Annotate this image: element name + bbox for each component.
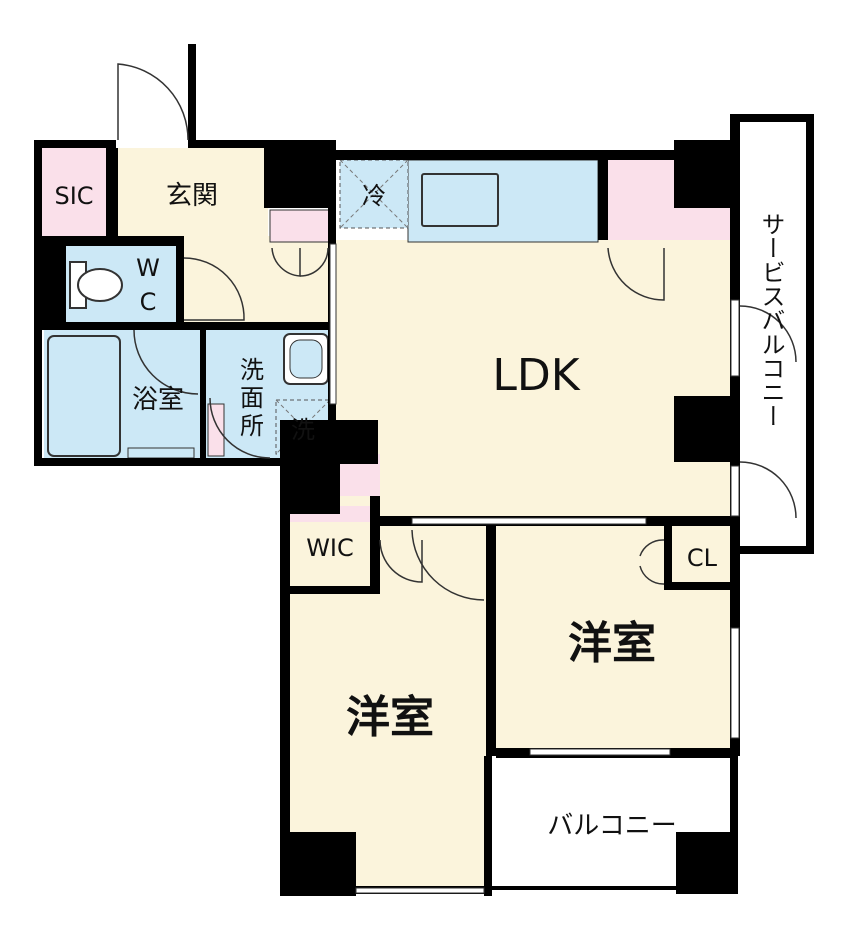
hall-floor xyxy=(180,236,332,326)
service-balcony-label: サービスバルコニー xyxy=(757,212,785,428)
bathtub-icon xyxy=(47,335,121,457)
western-room-2-floor xyxy=(494,526,732,748)
sic-closet xyxy=(40,148,106,240)
western-room-1-label: 洋室 xyxy=(346,692,434,743)
cl-label: CL xyxy=(687,544,718,572)
wic-label: WIC xyxy=(306,534,354,562)
wc-label-c: C xyxy=(140,288,157,316)
washer-label: 洗 xyxy=(291,416,315,444)
shoe-closet xyxy=(269,209,331,243)
bath-label: 浴室 xyxy=(132,385,184,415)
windows xyxy=(329,243,740,894)
genkan-floor xyxy=(118,148,268,236)
washroom-label-1: 洗 xyxy=(240,356,264,384)
washroom-label-2: 面 xyxy=(240,384,264,412)
sic-label: SIC xyxy=(54,182,93,210)
sink-icon xyxy=(421,173,499,227)
balcony-label: バルコニー xyxy=(547,811,676,841)
linen-shelf xyxy=(207,403,225,457)
storage-upper-right xyxy=(606,160,674,240)
western-room-2-label: 洋室 xyxy=(568,618,656,669)
ldk-floor xyxy=(336,240,738,522)
ldk-label: LDK xyxy=(492,350,580,401)
genkan-label: 玄関 xyxy=(166,181,218,211)
doors xyxy=(117,63,797,601)
washroom-label-3: 所 xyxy=(240,412,264,440)
fridge-label: 冷 xyxy=(362,182,386,210)
wc-label-w: W xyxy=(136,254,160,282)
